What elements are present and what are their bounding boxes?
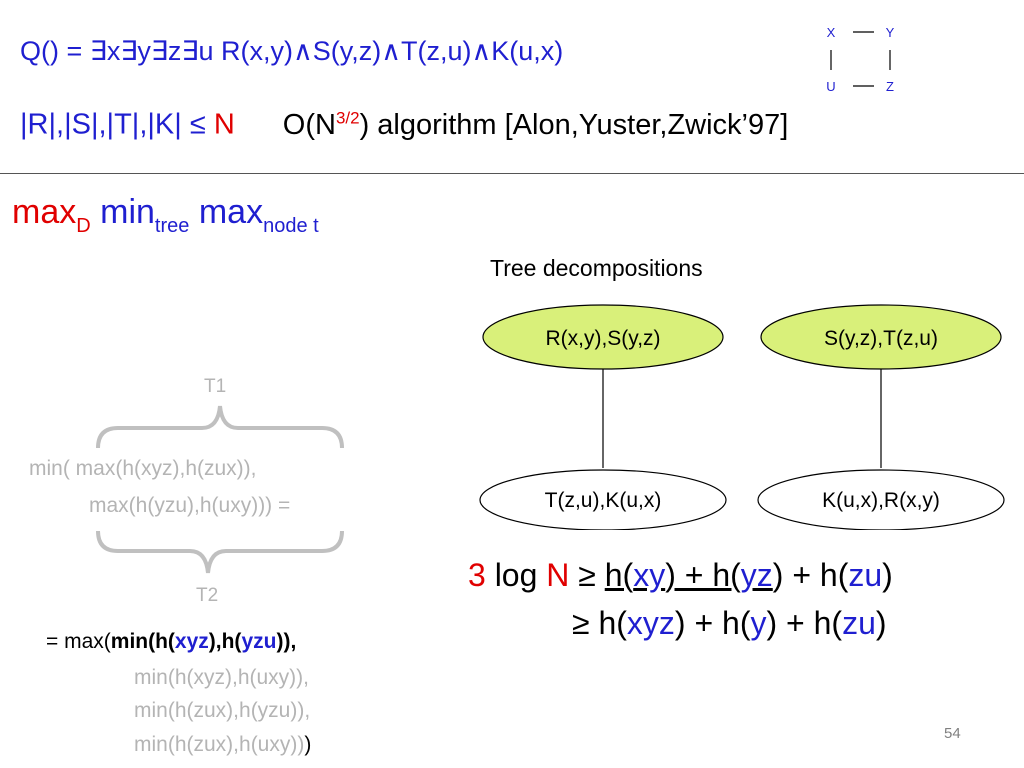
- t2-label: T2: [196, 585, 219, 606]
- size-bound-line: |R|,|S|,|T|,|K| ≤ N O(N3/2) algorithm [Al…: [20, 108, 788, 142]
- relation-sizes: |R|,|S|,|T|,|K| ≤: [20, 108, 214, 141]
- tree2-top-label: S(y,z),T(z,u): [824, 327, 938, 350]
- tree1-bottom-label: T(z,u),K(u,x): [545, 489, 662, 512]
- t2-brace: [96, 530, 344, 574]
- tree1-bottom-bag: [479, 469, 727, 530]
- min-expression-line-1: min( max(h(xyz),h(zux)),: [29, 457, 257, 480]
- tree-decompositions-diagram: R(x,y),S(y,z) S(y,z),T(z,u) T(z,u),K(u,x…: [479, 304, 1005, 530]
- max-min-equation-line-3: min(h(zux),h(yzu)),: [134, 699, 311, 722]
- size-bound-n: N: [213, 108, 235, 141]
- max-min-equation-line-1: = max(min(h(xyz),h(yzu)),: [46, 630, 297, 653]
- maxmin-expression: maxD mintree maxnode t: [12, 193, 319, 237]
- min-expression-line-2: max(h(yzu),h(uxy))) =: [89, 494, 291, 517]
- max-min-equation-line-2: min(h(xyz),h(uxy)),: [134, 666, 310, 689]
- entropy-bound-line-1: 3 log N ≥ h(xy) + h(yz) + h(zu): [468, 557, 893, 593]
- t1-label: T1: [204, 376, 227, 397]
- tree2-bottom-bag: [757, 469, 1005, 530]
- square-label-z: Z: [886, 79, 894, 94]
- tree1-top-label: R(x,y),S(y,z): [545, 327, 660, 350]
- tree2-top-bag: [760, 304, 1002, 370]
- t1-brace: [96, 405, 344, 449]
- tree2-bottom-label: K(u,x),R(x,y): [822, 489, 940, 512]
- divider: [0, 173, 1024, 174]
- entropy-bound-line-2: ≥ h(xyz) + h(y) + h(zu): [572, 605, 887, 641]
- algorithm-citation: O(N3/2) algorithm [Alon,Yuster,Zwick’97]: [282, 108, 789, 141]
- tree1-top-bag: [482, 304, 724, 370]
- square-label-u: U: [826, 79, 835, 94]
- query-formula: Q() = ∃x∃y∃z∃u R(x,y)∧S(y,z)∧T(z,u)∧K(u,…: [20, 36, 564, 66]
- max-min-equation-line-4: min(h(zux),h(uxy))): [134, 733, 312, 756]
- square-label-x: X: [827, 25, 836, 40]
- tree-decompositions-title: Tree decompositions: [490, 255, 703, 281]
- square-label-y: Y: [886, 25, 895, 40]
- cycle-square-diagram: X Y U Z: [826, 25, 895, 94]
- slide-number: 54: [944, 725, 961, 742]
